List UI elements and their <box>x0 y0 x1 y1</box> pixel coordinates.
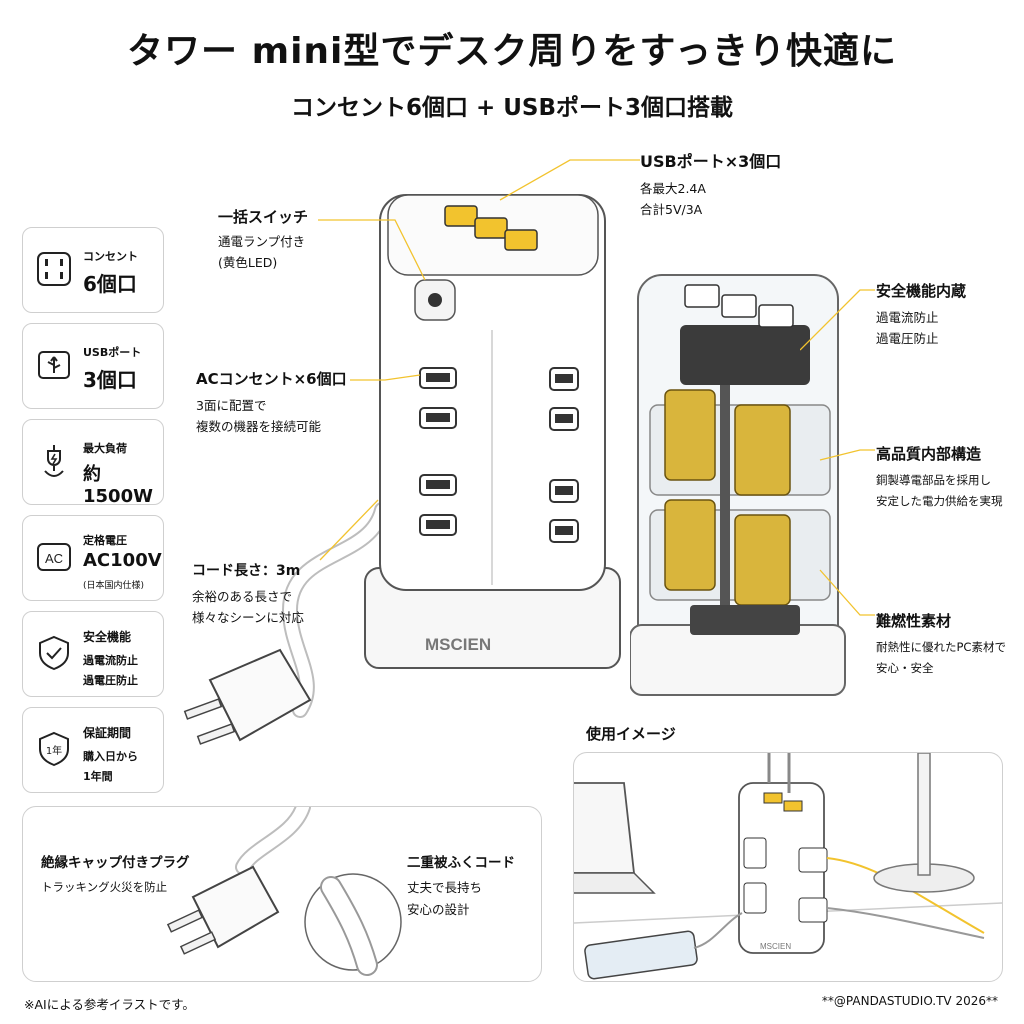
spec-card-safety: 安全機能 過電流防止 過電圧防止 <box>22 611 164 697</box>
footer-note: ※AIによる参考イラストです。 <box>24 997 195 1012</box>
outlet-icon <box>37 252 71 286</box>
spec-card-outlet: コンセント 6個口 <box>22 227 164 313</box>
page-subtitle: コンセント6個口 + USBポート3個口搭載 <box>290 95 734 121</box>
callout-safety: 安全機能内蔵 過電流防止 過電圧防止 <box>876 280 966 349</box>
callout-line: 複数の機器を接続可能 <box>196 419 322 434</box>
callout-usb: USBポート×3個口 各最大2.4A 合計5V/3A <box>640 148 781 220</box>
spec-line: 購入日から <box>83 750 138 763</box>
usage-panel: MSCIEN <box>573 752 1003 982</box>
callout-flame: 難燃性素材 耐熱性に優れたPC素材で 安心・安全 <box>876 610 1006 679</box>
spec-card-warranty: 1年 保証期間 購入日から 1年間 <box>22 707 164 793</box>
callout-title: ACコンセント×6個口 <box>196 370 347 388</box>
callout-line: 余裕のある長さで <box>192 589 293 604</box>
plug-feature-text: トラッキング火災を防止 <box>41 880 168 894</box>
callout-title: 一括スイッチ <box>218 208 309 226</box>
brand-logo: MSCIEN <box>425 635 491 654</box>
spec-value: 約1500W <box>83 464 153 507</box>
callout-ac: ACコンセント×6個口 3面に配置で 複数の機器を接続可能 <box>196 368 347 437</box>
callout-line: 安定した電力供給を実現 <box>876 494 1003 508</box>
callout-line: 耐熱性に優れたPC素材で <box>876 640 1006 654</box>
usage-brand-logo: MSCIEN <box>760 942 791 951</box>
spec-label: 保証期間 <box>83 726 132 740</box>
detail-panel: 絶縁キャップ付きプラグ トラッキング火災を防止 二重被ふくコード 丈夫で長持ち … <box>22 806 542 982</box>
warranty-icon-text: 1年 <box>46 744 62 757</box>
callout-line: 銅製導電部品を採用し <box>876 473 991 487</box>
callout-switch: 一括スイッチ 通電ランプ付き (黄色LED) <box>218 206 308 273</box>
power-tower-illustration: MSCIEN <box>183 159 640 745</box>
callout-line: 過電圧防止 <box>876 331 939 346</box>
cord-feature-line: 丈夫で長持ち <box>407 880 483 895</box>
spec-value: AC100V <box>83 550 162 571</box>
spec-label: コンセント <box>83 250 138 263</box>
usb-icon <box>38 351 70 379</box>
cord-feature-line: 安心の設計 <box>407 902 470 917</box>
spec-value: 6個口 <box>83 272 137 296</box>
warranty-icon: 1年 <box>39 731 69 767</box>
internal-structure-illustration <box>630 274 846 696</box>
callout-title: コード長さ：3m <box>192 563 301 579</box>
spec-label: 安全機能 <box>83 630 132 644</box>
callout-cord: コード長さ：3m 余裕のある長さで 様々なシーンに対応 <box>192 560 304 628</box>
right-leader-lines <box>800 289 875 616</box>
usage-illustration: MSCIEN <box>574 753 1002 980</box>
page-title: タワー mini型でデスク周りをすっきり快適に <box>127 31 897 72</box>
spec-label: 定格電圧 <box>83 534 127 547</box>
spec-value: 3個口 <box>83 368 137 392</box>
shield-icon <box>39 635 69 671</box>
callout-line: 各最大2.4A <box>640 181 706 196</box>
callout-title: 高品質内部構造 <box>876 445 982 463</box>
callout-line: 様々なシーンに対応 <box>192 610 304 625</box>
callout-line: 3面に配置で <box>196 398 267 413</box>
spec-card-voltage: AC 定格電圧 AC100V (日本国内仕様) <box>22 515 164 601</box>
callout-title: 難燃性素材 <box>876 612 952 630</box>
usage-title: 使用イメージ <box>586 725 676 743</box>
plug-icon <box>44 445 64 477</box>
detail-illustration <box>166 807 402 976</box>
plug-illustration <box>183 648 312 745</box>
callout-title: USBポート×3個口 <box>640 152 782 171</box>
spec-label: 最大負荷 <box>83 442 127 455</box>
spec-line: 1年間 <box>83 770 113 783</box>
spec-card-load: 最大負荷 約1500W <box>22 419 164 507</box>
callout-line: 過電流防止 <box>876 310 939 325</box>
ac-icon: AC <box>37 543 71 571</box>
spec-line: 過電圧防止 <box>83 674 138 687</box>
spec-line: 過電流防止 <box>83 654 138 667</box>
spec-card-usb: USBポート 3個口 <box>22 323 164 409</box>
spec-note: (日本国内仕様) <box>83 581 145 591</box>
cord-feature-title: 二重被ふくコード <box>407 855 515 871</box>
callout-quality: 高品質内部構造 銅製導電部品を採用し 安定した電力供給を実現 <box>876 443 1003 512</box>
callout-line: 安心・安全 <box>876 661 934 675</box>
svg-text:AC: AC <box>45 551 63 566</box>
callout-line: 合計5V/3A <box>640 202 703 217</box>
plug-feature-title: 絶縁キャップ付きプラグ <box>41 855 190 871</box>
callout-line: (黄色LED) <box>218 255 278 270</box>
callout-line: 通電ランプ付き <box>218 234 306 249</box>
spec-label: USBポート <box>83 346 142 359</box>
callout-title: 安全機能内蔵 <box>876 282 967 300</box>
footer-credit: **@PANDASTUDIO.TV 2026** <box>821 994 998 1008</box>
